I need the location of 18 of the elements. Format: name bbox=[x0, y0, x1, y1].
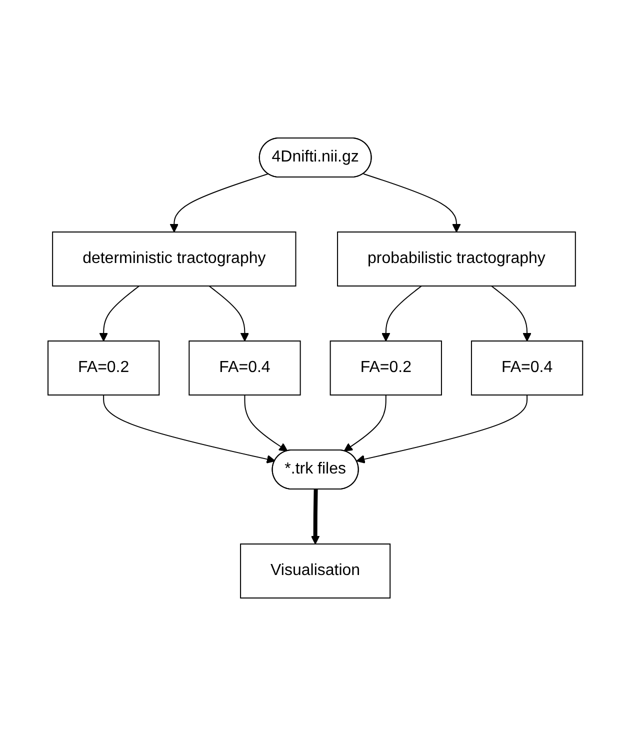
arrow bbox=[208, 285, 250, 341]
arrow bbox=[103, 394, 276, 463]
node-box: Visualisation bbox=[240, 543, 391, 598]
arrow bbox=[99, 285, 140, 341]
arrow bbox=[382, 285, 422, 341]
arrow bbox=[363, 172, 462, 232]
node-box: FA=0.2 bbox=[48, 340, 160, 395]
node-box: FA=0.4 bbox=[471, 340, 584, 395]
node-box: probabilistic tractography bbox=[337, 231, 576, 286]
arrow bbox=[491, 285, 532, 341]
arrow bbox=[244, 394, 288, 451]
node-box: FA=0.2 bbox=[330, 340, 442, 395]
node-box: FA=0.4 bbox=[188, 340, 301, 395]
arrow bbox=[344, 394, 387, 451]
arrow bbox=[356, 394, 528, 463]
arrow bbox=[170, 172, 269, 232]
arrow bbox=[311, 488, 320, 544]
node-box: deterministic tractography bbox=[52, 231, 296, 286]
